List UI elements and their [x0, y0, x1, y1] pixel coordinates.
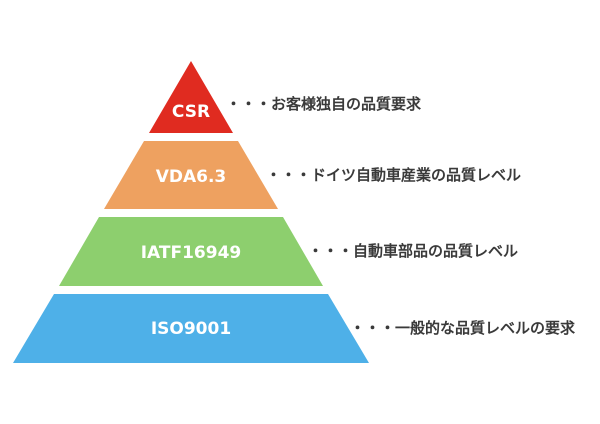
tier-iatf-shape — [59, 217, 323, 286]
tier-vda-description: ・・・ドイツ自動車産業の品質レベル — [266, 166, 521, 184]
tier-iatf-label: IATF16949 — [141, 243, 242, 263]
tier-csr-shape — [149, 61, 233, 133]
tier-iso-description: ・・・一般的な品質レベルの要求 — [350, 319, 576, 337]
tier-vda-label: VDA6.3 — [156, 167, 227, 187]
tier-iatf-description: ・・・自動車部品の品質レベル — [308, 242, 518, 260]
tier-iso-label: ISO9001 — [151, 319, 231, 339]
tier-csr-label: CSR — [172, 102, 210, 122]
tier-vda-shape — [104, 141, 278, 209]
tier-csr-description: ・・・お客様独自の品質要求 — [226, 95, 422, 113]
tier-iso-shape — [13, 294, 369, 363]
